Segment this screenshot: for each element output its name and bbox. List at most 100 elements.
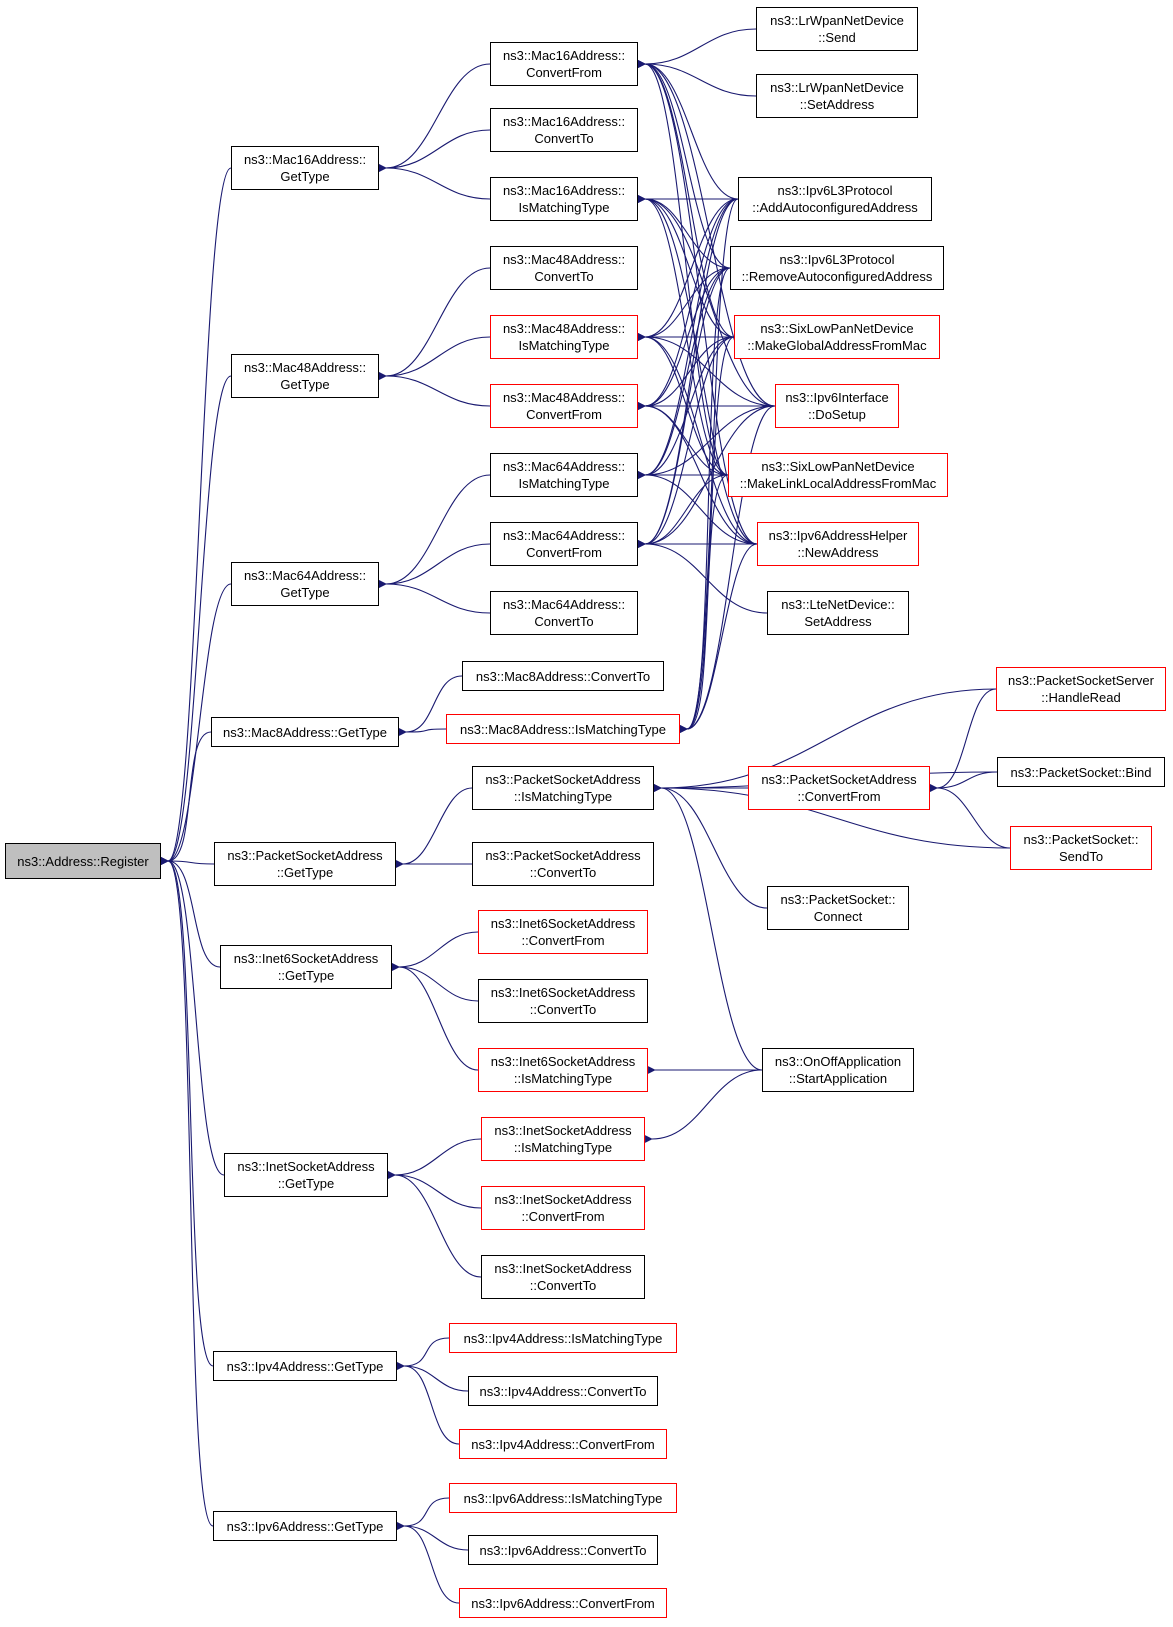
edge-group: [160, 28, 1011, 1604]
node-label-line: ::ConvertFrom: [797, 789, 881, 804]
node-ipv6l3-remove[interactable]: ns3::Ipv6L3Protocol::RemoveAutoconfigure…: [730, 246, 944, 290]
node-label-line: ns3::Ipv6Address::ConvertFrom: [471, 1595, 655, 1611]
node-mac8-ismatching[interactable]: ns3::Mac8Address::IsMatchingType: [446, 714, 680, 744]
call-edge: [388, 1171, 482, 1278]
node-mac16-convertto[interactable]: ns3::Mac16Address::ConvertTo: [490, 108, 638, 152]
call-edge: [161, 857, 215, 865]
node-label-line: GetType: [280, 377, 330, 392]
node-inet-ismatching[interactable]: ns3::InetSocketAddress::IsMatchingType: [481, 1117, 645, 1161]
call-edge: [397, 1522, 460, 1604]
node-label-line: ns3::InetSocketAddress: [237, 1159, 375, 1174]
node-mac48-convertto[interactable]: ns3::Mac48Address::ConvertTo: [490, 246, 638, 290]
node-label-line: ns3::PacketSocket::: [1023, 832, 1139, 847]
node-inet6-convertto[interactable]: ns3::Inet6SocketAddress::ConvertTo: [478, 979, 648, 1023]
node-lrwpan-send[interactable]: ns3::LrWpanNetDevice::Send: [756, 7, 918, 51]
node-psa-convertfrom[interactable]: ns3::PacketSocketAddress::ConvertFrom: [748, 766, 930, 810]
node-ipv4-convertto[interactable]: ns3::Ipv4Address::ConvertTo: [468, 1376, 658, 1406]
node-ipv6-convertfrom[interactable]: ns3::Ipv6Address::ConvertFrom: [459, 1588, 667, 1618]
call-edge: [379, 474, 491, 588]
node-mac16-convertfrom[interactable]: ns3::Mac16Address::ConvertFrom: [490, 42, 638, 86]
node-ipv6l3-add[interactable]: ns3::Ipv6L3Protocol::AddAutoconfiguredAd…: [738, 177, 932, 221]
call-edge: [638, 198, 739, 341]
call-edge: [392, 931, 479, 971]
node-label-line: ::AddAutoconfiguredAddress: [752, 200, 918, 215]
node-mac64-convertto[interactable]: ns3::Mac64Address::ConvertTo: [490, 591, 638, 635]
call-edge: [645, 1069, 763, 1143]
node-inet-gettype[interactable]: ns3::InetSocketAddress::GetType: [224, 1153, 388, 1197]
call-edge: [638, 333, 758, 545]
node-label-line: GetType: [280, 169, 330, 184]
node-psa-gettype[interactable]: ns3::PacketSocketAddress::GetType: [214, 842, 396, 886]
node-label-line: ::DoSetup: [808, 407, 866, 422]
call-edge: [638, 60, 731, 269]
node-label-line: ::IsMatchingType: [513, 1140, 613, 1155]
node-label-line: ns3::Mac16Address::: [502, 48, 626, 63]
node-lte-setaddress[interactable]: ns3::LteNetDevice::SetAddress: [767, 591, 909, 635]
call-edge: [392, 963, 479, 1071]
node-ipv6-convertto[interactable]: ns3::Ipv6Address::ConvertTo: [468, 1535, 658, 1565]
call-edge: [680, 474, 729, 733]
node-psa-ismatching[interactable]: ns3::PacketSocketAddress::IsMatchingType: [472, 766, 654, 810]
node-ps-sendto[interactable]: ns3::PacketSocket::SendTo: [1010, 826, 1152, 870]
node-mac8-convertto[interactable]: ns3::Mac8Address::ConvertTo: [462, 661, 664, 691]
node-sixlowpan-global[interactable]: ns3::SixLowPanNetDevice::MakeGlobalAddre…: [734, 315, 940, 359]
call-edge: [397, 1497, 450, 1530]
call-edge: [638, 60, 739, 200]
node-ipv4-convertfrom[interactable]: ns3::Ipv4Address::ConvertFrom: [459, 1429, 667, 1459]
node-label-line: ::RemoveAutoconfiguredAddress: [741, 269, 933, 284]
node-inet6-ismatching[interactable]: ns3::Inet6SocketAddress::IsMatchingType: [478, 1048, 648, 1092]
node-mac48-convertfrom[interactable]: ns3::Mac48Address::ConvertFrom: [490, 384, 638, 428]
node-inet6-gettype[interactable]: ns3::Inet6SocketAddress::GetType: [220, 945, 392, 989]
node-inet-convertto[interactable]: ns3::InetSocketAddress::ConvertTo: [481, 1255, 645, 1299]
node-lrwpan-setaddress[interactable]: ns3::LrWpanNetDevice::SetAddress: [756, 74, 918, 118]
node-label-line: ns3::Mac16Address::: [502, 183, 626, 198]
call-edge: [161, 857, 221, 968]
node-label-line: ::GetType: [276, 865, 334, 880]
node-label-line: ns3::Ipv6AddressHelper: [768, 528, 908, 543]
node-onoff-start[interactable]: ns3::OnOffApplication::StartApplication: [762, 1048, 914, 1092]
node-mac16-gettype[interactable]: ns3::Mac16Address::GetType: [231, 146, 379, 190]
call-edge: [392, 963, 479, 1002]
call-edge: [161, 583, 232, 865]
call-edge: [654, 784, 768, 909]
node-mac64-gettype[interactable]: ns3::Mac64Address::GetType: [231, 562, 379, 606]
call-edge: [638, 336, 735, 479]
call-edge: [680, 336, 735, 733]
node-inet-convertfrom[interactable]: ns3::InetSocketAddress::ConvertFrom: [481, 1186, 645, 1230]
node-ipv6-ismatching[interactable]: ns3::Ipv6Address::IsMatchingType: [449, 1483, 677, 1513]
node-label-line: ns3::SixLowPanNetDevice: [760, 321, 914, 336]
node-label-line: ::SetAddress: [799, 97, 875, 112]
node-label-line: ns3::Mac48Address::: [502, 252, 626, 267]
node-pss-handleread[interactable]: ns3::PacketSocketServer::HandleRead: [996, 667, 1166, 711]
node-ipv6if-dosetup[interactable]: ns3::Ipv6Interface::DoSetup: [775, 384, 899, 428]
node-mac64-convertfrom[interactable]: ns3::Mac64Address::ConvertFrom: [490, 522, 638, 566]
node-psa-convertto[interactable]: ns3::PacketSocketAddress::ConvertTo: [472, 842, 654, 886]
call-edge: [638, 267, 731, 341]
call-edge: [397, 1522, 469, 1551]
node-label-line: ::HandleRead: [1041, 690, 1121, 705]
node-ipv6-gettype[interactable]: ns3::Ipv6Address::GetType: [213, 1511, 397, 1541]
node-label-line: ns3::PacketSocketAddress: [761, 772, 917, 787]
node-label-line: ns3::Mac64Address::: [243, 568, 367, 583]
node-label-line: ns3::Ipv6Address::IsMatchingType: [463, 1490, 663, 1506]
node-ps-connect[interactable]: ns3::PacketSocket::Connect: [767, 886, 909, 930]
call-edge: [161, 731, 212, 865]
node-ps-bind[interactable]: ns3::PacketSocket::Bind: [997, 757, 1165, 787]
node-mac64-ismatching[interactable]: ns3::Mac64Address::IsMatchingType: [490, 453, 638, 497]
node-label-line: ns3::Ipv4Address::IsMatchingType: [463, 1330, 663, 1346]
call-edge: [638, 60, 758, 545]
node-label-line: ns3::PacketSocketAddress: [485, 772, 641, 787]
call-edge: [638, 195, 776, 407]
node-label-line: ns3::LteNetDevice::: [781, 597, 895, 612]
node-label-line: ns3::Mac64Address::: [502, 597, 626, 612]
node-label-line: ns3::PacketSocketAddress: [485, 848, 641, 863]
node-mac48-gettype[interactable]: ns3::Mac48Address::GetType: [231, 354, 379, 398]
node-mac16-ismatching[interactable]: ns3::Mac16Address::IsMatchingType: [490, 177, 638, 221]
node-ipv4-ismatching[interactable]: ns3::Ipv4Address::IsMatchingType: [449, 1323, 677, 1353]
node-ipv6helper-newaddress[interactable]: ns3::Ipv6AddressHelper::NewAddress: [757, 522, 919, 566]
node-mac48-ismatching[interactable]: ns3::Mac48Address::IsMatchingType: [490, 315, 638, 359]
node-mac8-gettype[interactable]: ns3::Mac8Address::GetType: [211, 717, 399, 747]
node-inet6-convertfrom[interactable]: ns3::Inet6SocketAddress::ConvertFrom: [478, 910, 648, 954]
node-sixlowpan-linklocal[interactable]: ns3::SixLowPanNetDevice::MakeLinkLocalAd…: [728, 453, 948, 497]
node-ipv4-gettype[interactable]: ns3::Ipv4Address::GetType: [213, 1351, 397, 1381]
